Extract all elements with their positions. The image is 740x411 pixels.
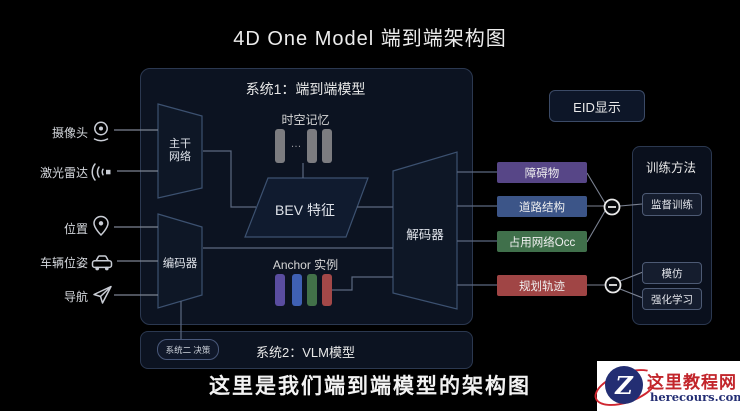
input-label-lidar: 激光雷达	[39, 166, 88, 180]
input-label-position: 位置	[63, 222, 88, 236]
camera-icon	[93, 121, 109, 142]
training-item-reinforcement: 强化学习	[642, 288, 702, 310]
encoder-shape	[157, 213, 203, 309]
anchor-bar	[292, 274, 302, 306]
car-icon	[91, 255, 113, 271]
decoder-shape	[392, 151, 458, 310]
training-item-imitation: 模仿	[642, 262, 702, 284]
decoder-label: 解码器	[406, 228, 444, 242]
backbone-shape	[157, 103, 203, 199]
merge-lines	[586, 172, 644, 299]
output-road-structure: 道路结构	[497, 196, 587, 217]
memory-label: 时空记忆	[281, 113, 330, 127]
output-obstacles: 障碍物	[497, 162, 587, 183]
memory-bar	[275, 129, 285, 163]
input-label-navigation: 导航	[63, 290, 88, 304]
backbone-label: 主干 网络	[169, 138, 191, 163]
bev-shape	[244, 177, 369, 238]
system1-title: 系统1：端到端模型	[245, 81, 366, 97]
system2-decision-tag: 系统二 决策	[157, 339, 219, 360]
encoder-label: 编码器	[162, 258, 198, 270]
output-occupancy: 占用网络Occ	[497, 231, 587, 252]
memory-ellipsis: …	[290, 138, 303, 150]
training-methods-title: 训练方法	[645, 161, 696, 175]
output-planned-trajectory: 规划轨迹	[497, 275, 587, 296]
anchor-bar	[307, 274, 317, 306]
training-item-supervised: 监督训练	[642, 193, 702, 216]
bev-feature-label: BEV 特征	[275, 202, 335, 218]
memory-bar	[322, 129, 332, 163]
watermark-logo-icon: Z	[605, 366, 643, 404]
input-lines	[114, 129, 158, 296]
slide-caption: 这里是我们端到端模型的架构图	[209, 375, 531, 398]
memory-bar	[307, 129, 317, 163]
watermark-site-name: 这里教程网	[647, 373, 737, 392]
input-label-camera: 摄像头	[51, 126, 88, 140]
anchor-bar	[322, 274, 332, 306]
watermark: Z 这里教程网 herecours.com	[589, 361, 740, 411]
lidar-icon	[91, 163, 111, 181]
internal-lines	[180, 150, 497, 339]
eid-display-badge: EID显示	[549, 90, 645, 122]
input-label-vehicle-pose: 车辆位姿	[39, 256, 88, 270]
watermark-site-url: herecours.com	[650, 390, 740, 404]
location-pin-icon	[93, 215, 109, 237]
anchor-bar	[275, 274, 285, 306]
navigation-arrow-icon	[93, 285, 112, 304]
page-title: 4D One Model 端到端架构图	[233, 28, 507, 50]
system2-title: 系统2：VLM模型	[256, 345, 355, 360]
anchor-instances-label: Anchor 实例	[272, 258, 339, 272]
minus-node-icon	[603, 198, 622, 294]
